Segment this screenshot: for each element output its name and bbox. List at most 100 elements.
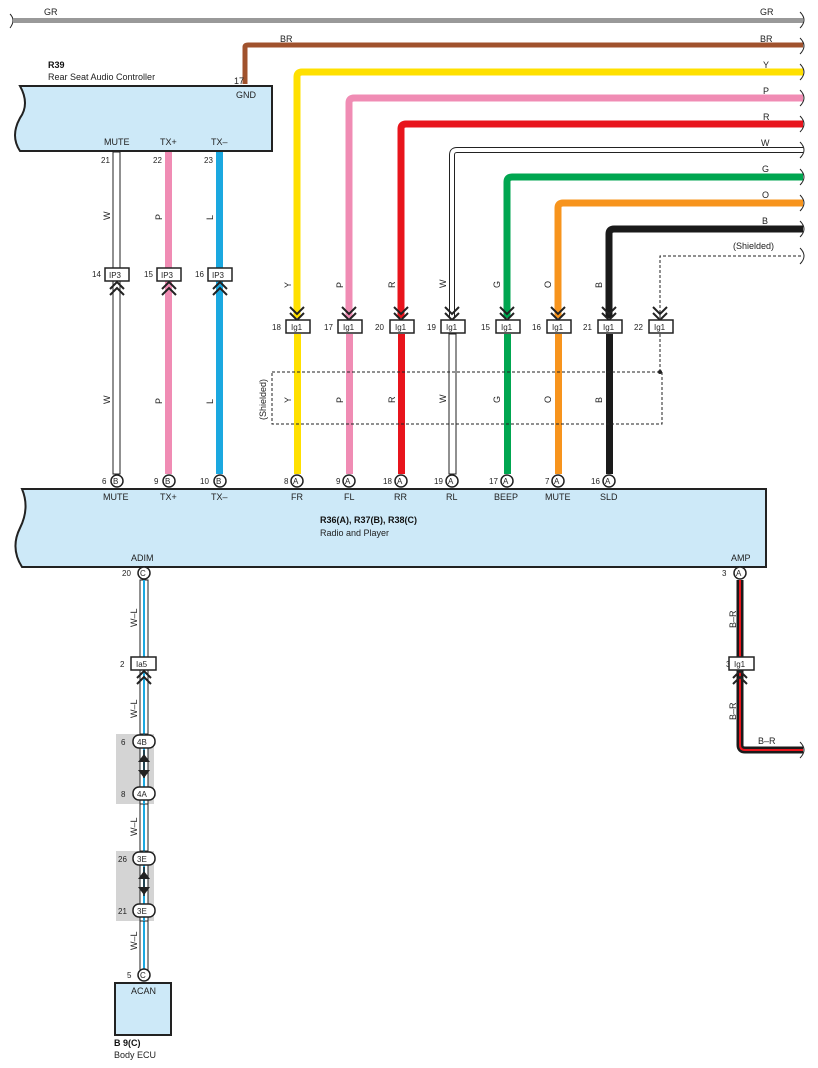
ig1-connector-17: Ig1 17	[324, 306, 363, 334]
radio-pin-c20: 20	[122, 569, 131, 578]
ig1-wire-code-r-bottom: R	[387, 396, 397, 403]
ig1-name-20: Ig1	[395, 323, 407, 332]
ip3-wire-p: P P	[154, 152, 172, 474]
junction-3e-top-pin: 26	[118, 855, 127, 864]
shield-box: (Shielded)	[258, 334, 663, 425]
top-wire-b: B	[605, 216, 805, 318]
ig1-wire-code-w-bottom: W	[438, 394, 448, 403]
adim-chain: 20 C W–L 2 Ia5 W–L 6 4B 8 4A W–L 26 3E 2…	[116, 566, 157, 982]
ig1-pin-20: 20	[375, 323, 384, 332]
ip3-pin-15: 15	[144, 270, 153, 279]
radio-and-player: R36(A), R37(B), R38(C) Radio and Player …	[14, 488, 767, 568]
ip3-connector-15: 15 IP3	[144, 267, 182, 296]
ig1-wire-g: G G	[492, 281, 511, 474]
adim-wire-code-4: W–L	[129, 931, 139, 950]
ig1-name-18: Ig1	[291, 323, 303, 332]
ig1-wire-code-p-top: P	[335, 282, 345, 288]
ig1-connector-22: Ig1 22	[634, 306, 674, 334]
ip3-wire-code-w-bottom: W	[102, 395, 112, 404]
wire-code-b-right: B	[762, 216, 768, 226]
ip3-wire-code-p-top: P	[154, 214, 164, 220]
r39-pin-23: 23	[204, 156, 213, 165]
ig1-pin-16: 16	[532, 323, 541, 332]
ig1-name-17: Ig1	[343, 323, 355, 332]
ig1-connector-15: Ig1 15	[481, 306, 521, 334]
ig1-connector-19: Ig1 19	[427, 306, 466, 334]
ig1-wire-code-g-top: G	[492, 281, 502, 288]
amp-wire-exit-code: B–R	[758, 736, 776, 746]
shield-wire-top: (Shielded)	[659, 241, 805, 318]
ip3-wire-l: L L	[205, 152, 223, 474]
ig1-pin-21: 21	[583, 323, 592, 332]
radio-pin-b10: 10	[200, 477, 209, 486]
shielded-label-top: (Shielded)	[733, 241, 774, 251]
ig1-pin-19: 19	[427, 323, 436, 332]
radio-name: Radio and Player	[320, 528, 389, 538]
radio-pin-a8: 8	[284, 477, 289, 486]
radio-conn-a9: A	[345, 477, 351, 486]
wire-code-p-right: P	[763, 86, 769, 96]
ig1-name-19: Ig1	[446, 323, 458, 332]
r39-pin-22: 22	[153, 156, 162, 165]
radio-conn-c20: C	[140, 569, 146, 578]
ig1-wire-code-w-top: W	[438, 279, 448, 288]
ip3-connector-14: 14 IP3	[92, 267, 130, 296]
ip3-pin-16: 16	[195, 270, 204, 279]
ig1-wire-code-b-top: B	[594, 282, 604, 288]
ig1-name-22: Ig1	[654, 323, 666, 332]
radio-pin-a7: 7	[545, 477, 550, 486]
radio-pin-label-txp: TX+	[160, 492, 177, 502]
ig1-wire-code-y-top: Y	[283, 282, 293, 288]
radio-conn-a8: A	[293, 477, 299, 486]
ip3-pin-14: 14	[92, 270, 101, 279]
body-ecu: ACAN B 9(C) Body ECU	[114, 982, 172, 1060]
wire-code-g-right: G	[762, 164, 769, 174]
ip3-wire-code-w-top: W	[102, 211, 112, 220]
wire-code-r-right: R	[763, 112, 770, 122]
r39-name: Rear Seat Audio Controller	[48, 72, 155, 82]
amp-wire-code-1: B–R	[728, 610, 738, 628]
radio-pin-b6: 6	[102, 477, 107, 486]
radio-amp-label: AMP	[731, 553, 751, 563]
radio-pin-a16: 16	[591, 477, 600, 486]
wire-code-o-right: O	[762, 190, 769, 200]
r39-gnd-label: GND	[236, 90, 257, 100]
radio-conn-b10: B	[216, 477, 221, 486]
junction-3e-top-name: 3E	[137, 855, 147, 864]
radio-pin-label-sld: SLD	[600, 492, 618, 502]
radio-pins-b: 6 B MUTE 9 B TX+ 10 B TX–	[102, 474, 228, 502]
wire-code-gr-left: GR	[44, 7, 58, 17]
ig1-name-15: Ig1	[501, 323, 513, 332]
ig1-connector-18: Ig1 18	[272, 306, 311, 334]
radio-pin-a17: 17	[489, 477, 498, 486]
radio-pin-label-txm: TX–	[211, 492, 228, 502]
ig1-pin-18: 18	[272, 323, 281, 332]
amp-chain: 3 A B–R 37 Ig1 B–R B–R	[722, 566, 805, 759]
shielded-label-box: (Shielded)	[258, 379, 268, 420]
wire-code-w-right: W	[761, 138, 770, 148]
body-ecu-id: B 9(C)	[114, 1038, 141, 1048]
ig1-name-16: Ig1	[552, 323, 564, 332]
radio-pin-b9: 9	[154, 477, 159, 486]
radio-conn-a19: A	[448, 477, 454, 486]
junction-3e-bottom-pin: 21	[118, 907, 127, 916]
radio-conn-a17: A	[503, 477, 509, 486]
radio-conn-b9: B	[165, 477, 170, 486]
junction-4a-name: 4A	[137, 790, 147, 799]
radio-pin-label-rr: RR	[394, 492, 407, 502]
junction-4a-pin: 8	[121, 790, 126, 799]
ig1-wire-o: O O	[543, 281, 562, 474]
ip3-wire-w: W W	[102, 151, 121, 475]
ia5-pin: 2	[120, 660, 125, 669]
ip3-wire-code-l-top: L	[205, 215, 215, 220]
wire-code-y-right: Y	[763, 60, 769, 70]
top-wire-br: BR BR	[242, 34, 805, 84]
body-ecu-conn: C	[140, 971, 146, 980]
radio-conn-a3: A	[736, 569, 742, 578]
ig1-connector-20: Ig1 20	[375, 306, 415, 334]
radio-pins-a: 8 A FR 9 A FL 18 A RR 19 A RL 17 A BEEP …	[284, 474, 618, 502]
radio-pin-label-fl: FL	[344, 492, 355, 502]
ip3-name-15: IP3	[161, 271, 174, 280]
adim-wire-code-3: W–L	[129, 817, 139, 836]
